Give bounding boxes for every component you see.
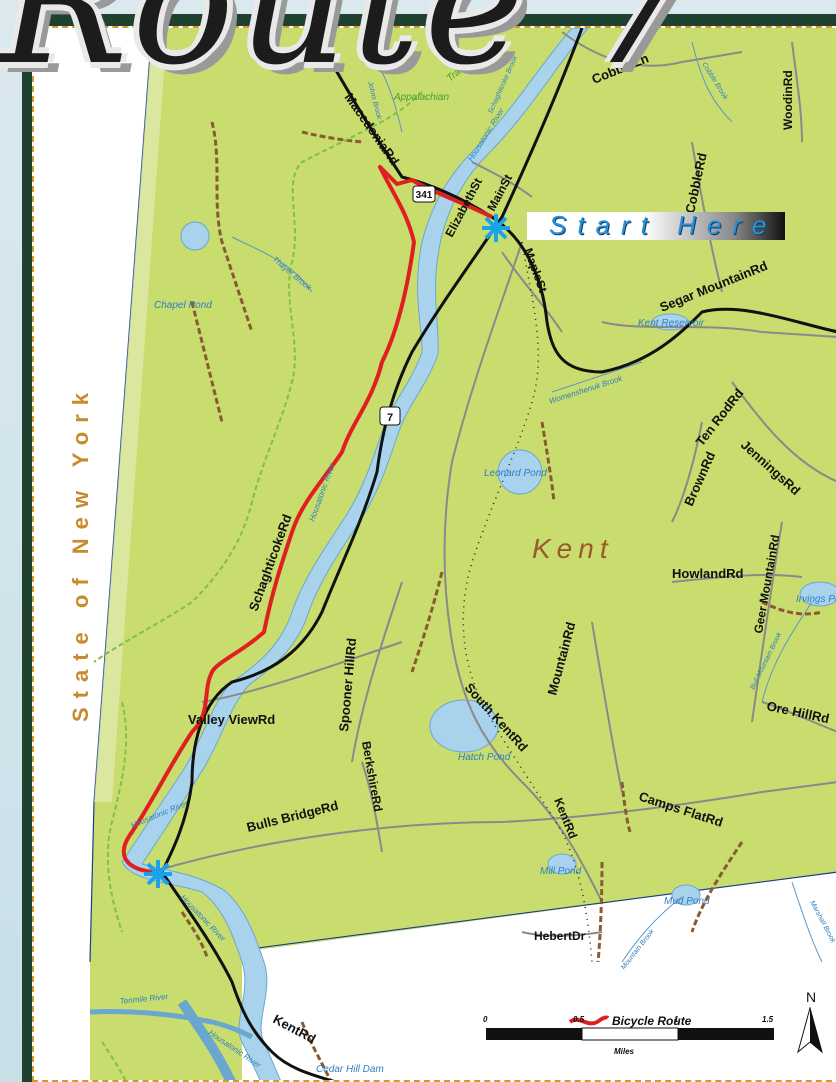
label-hebert-dr: HebertDr [534,929,586,943]
scale-tick-3: 1.5 [762,1015,774,1024]
housatonic-lower [177,999,236,1080]
label-valley-view-rd: Valley ViewRd [188,712,275,727]
scale-tick-0: 0 [483,1015,488,1024]
road-elizabeth [471,161,533,198]
connecticut-land [90,28,836,1080]
label-woodin-rd: WoodinRd [781,70,795,130]
marshall-brook [791,881,823,963]
hatch-pond [429,699,499,753]
road-howland [671,573,803,583]
map-area[interactable]: 341 7 MacedoniaRd ElizabethSt MainSt Map… [32,26,836,1082]
label-kent-rd-lower: KentRd [271,1011,319,1046]
road-segar [601,321,836,338]
road-berkshire [361,761,383,853]
railroad [462,241,593,963]
label-mill-pond: Mill Pond [540,866,582,877]
johns-brook [381,71,403,133]
mountain-brook [621,896,683,963]
scale-tick-2: 1 [674,1015,679,1024]
road-brown [671,421,703,523]
map-canvas: 341 7 MacedoniaRd ElizabethSt MainSt Map… [68,28,836,1080]
route-title: Route 7 [0,0,699,103]
scale-tick-1: 0.5 [573,1015,585,1024]
north-arrow: N [797,989,823,1054]
road-hebert [521,931,603,937]
road-geer [751,521,783,723]
state-label: State of New York [68,384,93,722]
irvings-pond [799,581,836,607]
start-marker-south [144,860,172,888]
ny-shade [94,28,167,802]
town-line [241,871,836,951]
road-maple [501,251,563,333]
legend: Bicycle Route 0 0.5 1 1.5 Miles N [483,989,823,1056]
route-7-shield: 7 [379,406,401,426]
label-irvings-pond: Irvings Pond [796,594,836,605]
label-appalachian: Appalachian [393,92,449,103]
town-label-kent: Kent [532,533,614,564]
label-kent-reservoir: Kent Reservoir [638,318,705,329]
legend-route-label: Bicycle Route [612,1014,692,1028]
start-here-label: Start Here [549,210,778,240]
scale-unit: Miles [614,1047,635,1056]
trail-south [106,701,128,933]
start-here-banner [527,212,785,240]
label-marshall-brook: Marshall Brook [808,900,836,945]
north-arrow-label: N [806,989,816,1005]
legend-route-swatch [568,1015,610,1026]
mill-pond [547,853,577,875]
label-mountain-brook: Mountain Brook [620,928,656,971]
road-jennings [731,381,836,483]
trail-bottom [101,1041,127,1080]
road-south-kent [443,241,603,903]
label-chapel-pond: Chapel Pond [154,300,212,311]
mud-pond [671,884,701,906]
womenshenuk-brook [551,361,643,393]
route-341-shield: 341 [412,185,436,203]
road-ore-hill [761,701,836,733]
label-mud-pond: Mud Pond [664,896,710,907]
cobble-brook [691,41,733,123]
road-route-7 [160,28,584,1080]
label-leonard-pond: Leonard Pond [484,468,547,479]
scale-bar [486,1027,774,1041]
road-spooner [351,581,403,763]
thayer-brook [231,236,313,293]
road-woodin [791,41,803,143]
label-hatch-pond: Hatch Pond [458,752,511,763]
road-mountain [591,621,623,793]
road-route-341 [310,28,836,374]
route-7-shield-text: 7 [387,412,393,424]
bicycle-route [121,165,493,874]
bull-mountain-brook [761,601,813,703]
leonard-pond [497,449,543,495]
road-bulls-bridge [151,781,836,873]
chapel-pond [180,221,210,251]
label-cedar-hill-dam: Cedar Hill Dam [316,1064,384,1075]
tenmile-river [89,1008,254,1040]
start-marker-north [482,214,510,242]
route-341-shield-text: 341 [416,190,433,201]
label-howland-rd: HowlandRd [672,566,744,581]
